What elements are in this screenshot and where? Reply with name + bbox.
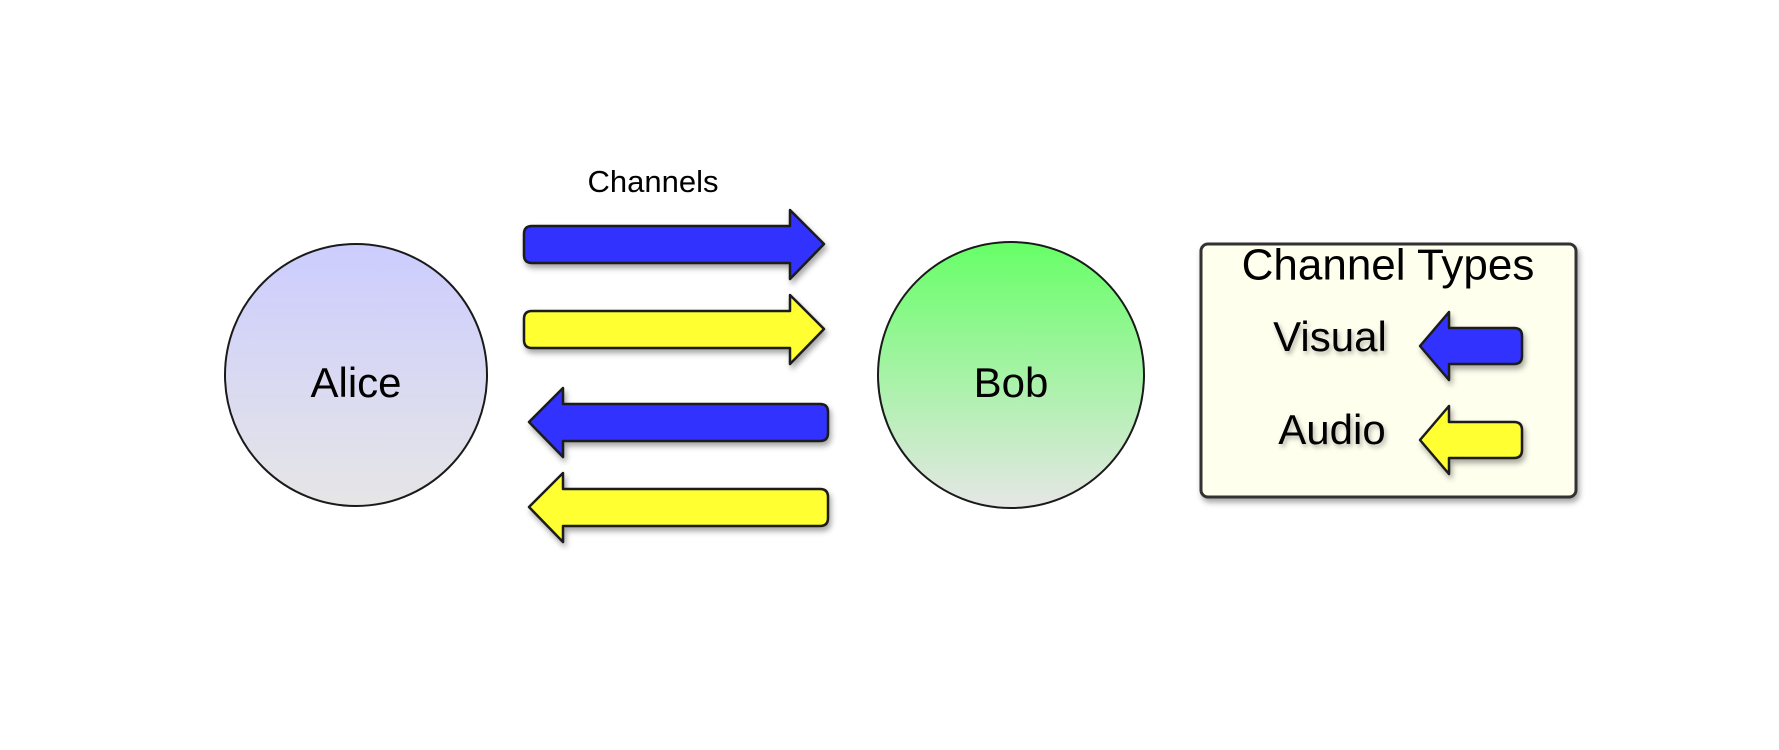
audio-arrow-alice-to-bob <box>522 293 826 366</box>
bob-circle <box>877 241 1145 509</box>
visual-arrow-bob-to-alice <box>527 386 830 459</box>
legend-title: Channel Types <box>1242 241 1535 290</box>
bob-label: Bob <box>974 359 1049 406</box>
alice-node: Alice <box>224 243 488 507</box>
alice-label: Alice <box>310 359 401 406</box>
channels-label: Channels <box>588 164 719 199</box>
visual-arrow-alice-to-bob <box>522 208 826 281</box>
legend-item-visual-label: Visual <box>1273 313 1387 360</box>
legend-item-audio-label: Audio <box>1278 406 1385 453</box>
alice-circle <box>224 243 488 507</box>
audio-arrow-bob-to-alice <box>527 471 830 544</box>
legend-visual-arrow-icon <box>1418 310 1524 382</box>
bob-node: Bob <box>877 241 1145 509</box>
legend-audio-arrow-icon <box>1418 404 1524 476</box>
legend: Channel Types Visual Audio <box>1199 241 1578 499</box>
